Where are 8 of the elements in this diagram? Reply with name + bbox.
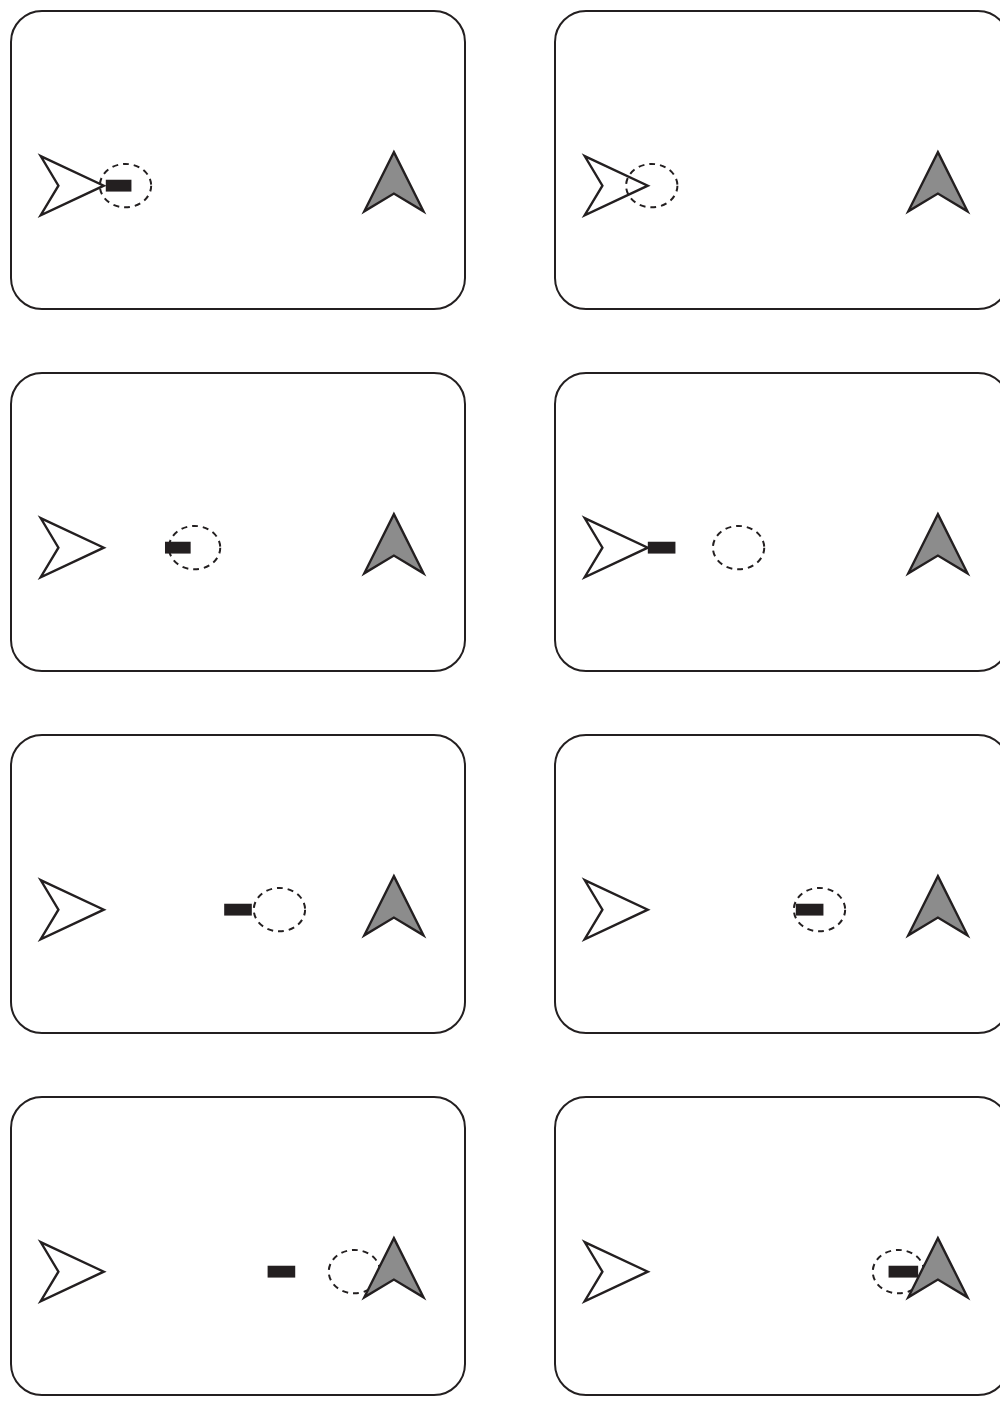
panel-frame bbox=[10, 734, 466, 1034]
panel-frame bbox=[10, 1096, 466, 1396]
panel-frame bbox=[554, 10, 1000, 310]
panel-frame bbox=[554, 1096, 1000, 1396]
panel-frame bbox=[554, 734, 1000, 1034]
panel-frame bbox=[10, 10, 466, 310]
panel-frame bbox=[554, 372, 1000, 672]
panel-frame bbox=[10, 372, 466, 672]
